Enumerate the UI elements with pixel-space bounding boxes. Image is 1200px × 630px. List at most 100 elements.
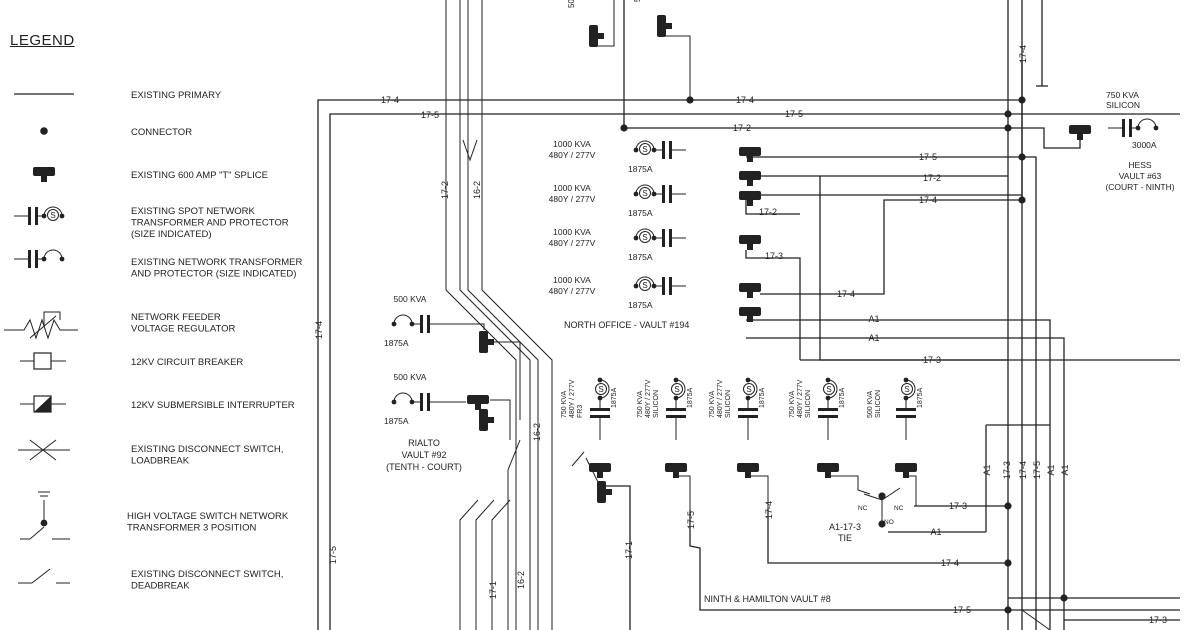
- feeder-label: 17-2: [733, 123, 751, 133]
- t-splice-icon: [33, 167, 55, 182]
- t-splice-stem: [747, 199, 753, 206]
- nh-unit-spec: 480Y / 277V: [797, 379, 804, 418]
- xfmr-coil: [669, 141, 672, 159]
- t-splice-stem: [747, 179, 753, 186]
- top-splice-lead: [662, 35, 691, 100]
- t-splice-stem: [665, 23, 672, 29]
- feeder-label: 17-3: [1002, 461, 1012, 479]
- dot: [40, 127, 48, 135]
- t-splice-icon: [657, 15, 672, 37]
- connector-icon: [40, 127, 48, 135]
- top-unit-kva: 500: [633, 0, 642, 2]
- protector-dot: [1153, 125, 1159, 131]
- connector-icon: [1004, 124, 1012, 132]
- nh-unit-spec: SILICON: [725, 390, 732, 418]
- t-splice-stem: [673, 471, 679, 478]
- xfmr-coil: [1122, 119, 1125, 137]
- t-splice-body: [739, 191, 761, 200]
- rialto-16-2-line: [507, 439, 521, 630]
- xfmr-coil: [662, 229, 665, 247]
- rialto-kva: 500 KVA: [394, 294, 427, 304]
- tie-dot: [878, 492, 886, 500]
- xfmr-coil: [666, 408, 686, 411]
- nh-17-1: [603, 485, 631, 630]
- xfmr-coil: [818, 415, 838, 418]
- nh-unit-amp: 1875A: [839, 387, 846, 408]
- north-office-vault-name: NORTH OFFICE - VAULT #194: [564, 320, 689, 330]
- connector-icon: [686, 96, 694, 104]
- nh-switch: [571, 451, 585, 467]
- s-label: S: [642, 189, 647, 198]
- t-splice-stem: [597, 471, 603, 478]
- connector-icon: [1018, 96, 1026, 104]
- t-splice-stem: [487, 417, 494, 423]
- feeder-label: 17-4: [764, 501, 774, 519]
- s-label: S: [598, 385, 603, 394]
- feeder-label: 17-3: [923, 355, 941, 365]
- rialto-location: (TENTH - COURT): [386, 462, 462, 472]
- nh-unit-amp: 1875A: [611, 387, 618, 408]
- s-circle: [639, 279, 651, 291]
- xfmr-coil: [35, 250, 38, 268]
- t-splice-body: [737, 463, 759, 472]
- protector-arc: [635, 140, 655, 151]
- hess-rating: 3000A: [1132, 140, 1157, 150]
- xfmr-coil: [662, 185, 665, 203]
- feeder-label: 17-5: [328, 546, 338, 564]
- interrupter-fill: [34, 396, 51, 412]
- hv-dot: [40, 519, 48, 527]
- t-splice-icon: [739, 235, 761, 250]
- feeder-label: 17-4: [837, 289, 855, 299]
- rialto-unit2-feed: [490, 399, 511, 440]
- tie-nc: NC: [858, 505, 868, 512]
- xfmr-coil: [427, 393, 430, 411]
- t-splice-body: [739, 283, 761, 292]
- xfmr-coil: [669, 185, 672, 203]
- feeder-label: 17-1: [488, 581, 498, 599]
- s-circle: [671, 383, 683, 395]
- legend-item-label: HIGH VOLTAGE SWITCH NETWORK: [127, 511, 289, 522]
- rialto-unit1-lead: [444, 323, 485, 330]
- t-splice-stem: [41, 175, 47, 182]
- connector-icon: [1018, 196, 1026, 204]
- hv-blade: [29, 526, 45, 540]
- protector-arc: [599, 379, 610, 399]
- feeder-label: A1: [868, 333, 879, 343]
- hess-location: (COURT - NINTH): [1105, 182, 1174, 192]
- t-splice-stem: [747, 315, 753, 322]
- nh-unit-lead: [828, 475, 871, 495]
- spot-network-transformer-icon: S: [818, 377, 838, 440]
- protector-arc: [675, 379, 686, 399]
- rialto-name: RIALTO: [408, 438, 440, 448]
- feeder-label: 17-3: [949, 501, 967, 511]
- top-unit-kva: 500: [567, 0, 576, 8]
- top-splice-lead: [594, 0, 615, 47]
- network-transformer-icon: [391, 314, 444, 333]
- north-office-amp: 1875A: [628, 164, 653, 174]
- nh-unit-spec: 750 KVA: [637, 391, 644, 418]
- t-splice-stem: [825, 471, 831, 478]
- feeder-label: 17-5: [953, 605, 971, 615]
- nh-unit-amp: 1875A: [687, 387, 694, 408]
- protector-dot: [41, 213, 47, 219]
- feeder-label: 16-2: [532, 423, 542, 441]
- t-splice-stem: [487, 339, 494, 345]
- legend-item-label: LOADBREAK: [131, 456, 190, 467]
- legend-item-label: EXISTING PRIMARY: [131, 90, 222, 101]
- feeder-label: A1: [982, 464, 992, 475]
- connector-icon: [1004, 559, 1012, 567]
- nh-unit-amp: 1875A: [917, 387, 924, 408]
- spot-network-transformer-icon: S: [896, 377, 916, 440]
- s-circle: [639, 187, 651, 199]
- feeder-label: 16-2: [472, 181, 482, 199]
- nh-unit-spec: 480Y / 277V: [717, 379, 724, 418]
- feeder-label: 17-5: [686, 511, 696, 529]
- north-office-volt: 480Y / 277V: [549, 150, 596, 160]
- nh-unit-amp: 1875A: [759, 387, 766, 408]
- north-office-amp: 1875A: [628, 208, 653, 218]
- t-splice-stem: [475, 403, 481, 410]
- nh-unit-spec: SILICON: [653, 390, 660, 418]
- legend-item-label: TRANSFORMER AND PROTECTOR: [131, 218, 289, 229]
- feeder-diagonal-3: [481, 0, 553, 630]
- feeder-label: 16-2: [516, 571, 526, 589]
